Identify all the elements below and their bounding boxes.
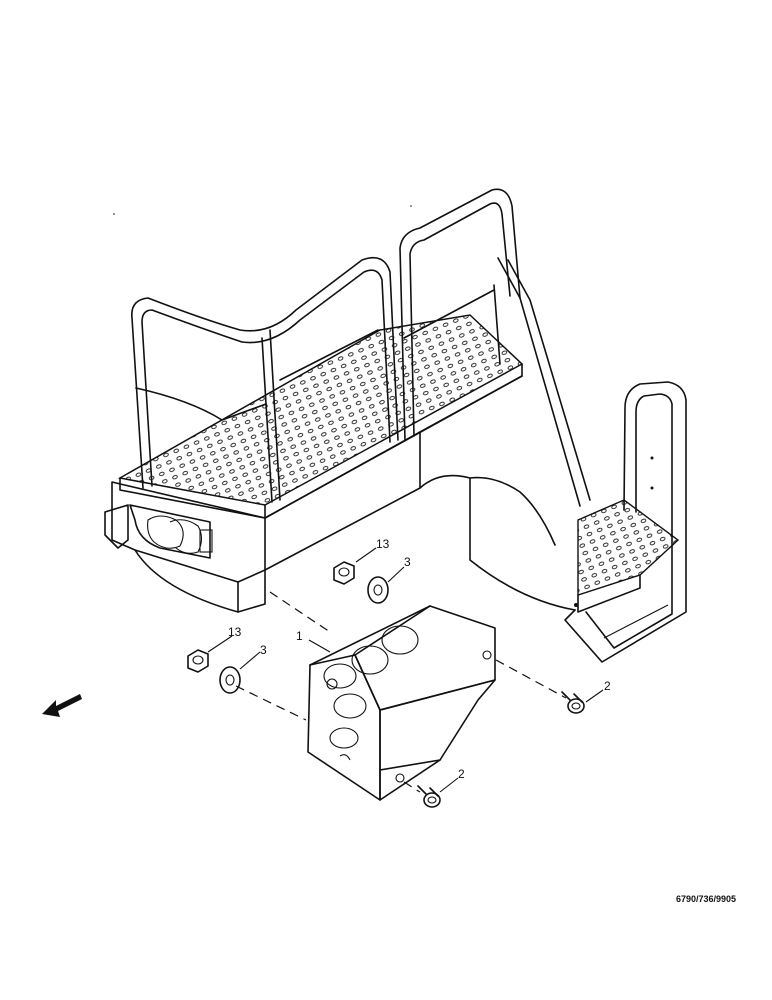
rear-step [564, 381, 687, 663]
front-direction-arrow-icon [42, 694, 82, 717]
bolt-right [561, 691, 585, 714]
bolt-lower [417, 785, 441, 808]
washer-lower [219, 666, 241, 694]
rear-step-tread [577, 499, 680, 596]
callout-washer-upper: 3 [404, 555, 411, 569]
callout-bolt-right: 2 [604, 679, 611, 693]
callout-leaders [207, 547, 604, 793]
callout-guard: 1 [296, 629, 303, 643]
front-handrail [131, 256, 399, 489]
callout-nut-upper: 13 [376, 537, 390, 551]
nut-lower [187, 649, 209, 673]
nut-upper [333, 561, 355, 585]
platform-assembly [104, 188, 687, 663]
light-guard [307, 605, 496, 801]
callout-bolt-lower: 2 [458, 767, 465, 781]
assembly-lines [235, 591, 567, 793]
drawing-reference: 6790/736/9905 [676, 894, 736, 904]
callout-washer-lower: 3 [260, 643, 267, 657]
callout-nut-lower: 13 [228, 625, 242, 639]
rear-handrail [399, 188, 521, 441]
washer-upper [367, 576, 389, 604]
perforated-deck [117, 314, 524, 506]
